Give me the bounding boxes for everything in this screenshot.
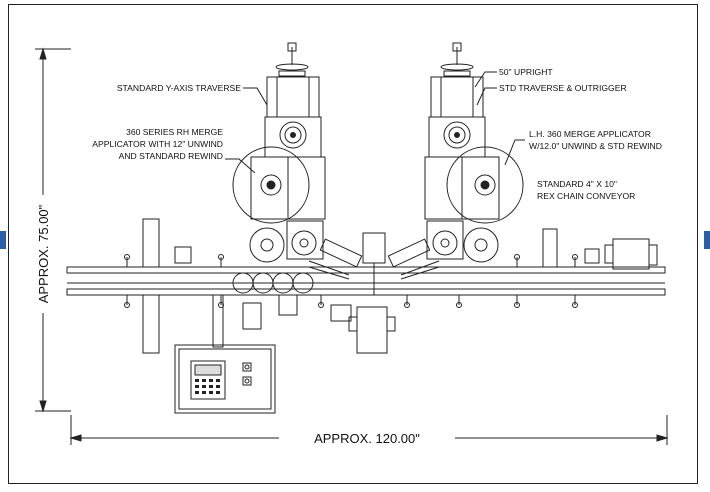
control-panel	[174, 344, 276, 414]
callout-lh-applicator-line-1: L.H. 360 MERGE APPLICATOR	[529, 129, 651, 139]
left-edge-tab	[0, 231, 6, 249]
conveyor	[66, 218, 666, 354]
right-upright-assembly	[387, 42, 524, 280]
callout-rh-applicator-line-1: 360 SERIES RH MERGE	[126, 127, 223, 137]
left-upright-assembly	[232, 42, 363, 280]
callout-rh-applicator-line-3: AND STANDARD REWIND	[119, 151, 223, 161]
drawing-frame: STANDARD Y-AXIS TRAVERSE 360 SERIES RH M…	[8, 4, 698, 484]
height-dimension	[35, 47, 71, 413]
callout-y-axis-traverse: STANDARD Y-AXIS TRAVERSE	[117, 83, 241, 93]
callout-traverse-outrigger: STD TRAVERSE & OUTRIGGER	[499, 83, 627, 93]
callout-upright: 50" UPRIGHT	[499, 67, 553, 77]
callout-lh-applicator-line-2: W/12.0" UNWIND & STD REWIND	[529, 141, 662, 151]
center-merge-head	[348, 232, 396, 354]
callout-conveyor-line-1: STANDARD 4" X 10"	[537, 179, 617, 189]
height-dimension-label: APPROX. 75.00"	[36, 204, 51, 303]
leader-lines	[225, 71, 525, 174]
width-dimension-label: APPROX. 120.00"	[314, 431, 420, 446]
callout-labels: STANDARD Y-AXIS TRAVERSE 360 SERIES RH M…	[92, 67, 662, 201]
callout-rh-applicator-line-2: APPLICATOR WITH 12" UNWIND	[92, 139, 223, 149]
right-edge-tab	[704, 231, 710, 249]
callout-conveyor-line-2: REX CHAIN CONVEYOR	[537, 191, 635, 201]
machine-drawing: STANDARD Y-AXIS TRAVERSE 360 SERIES RH M…	[35, 42, 669, 446]
width-dimension	[69, 415, 669, 445]
